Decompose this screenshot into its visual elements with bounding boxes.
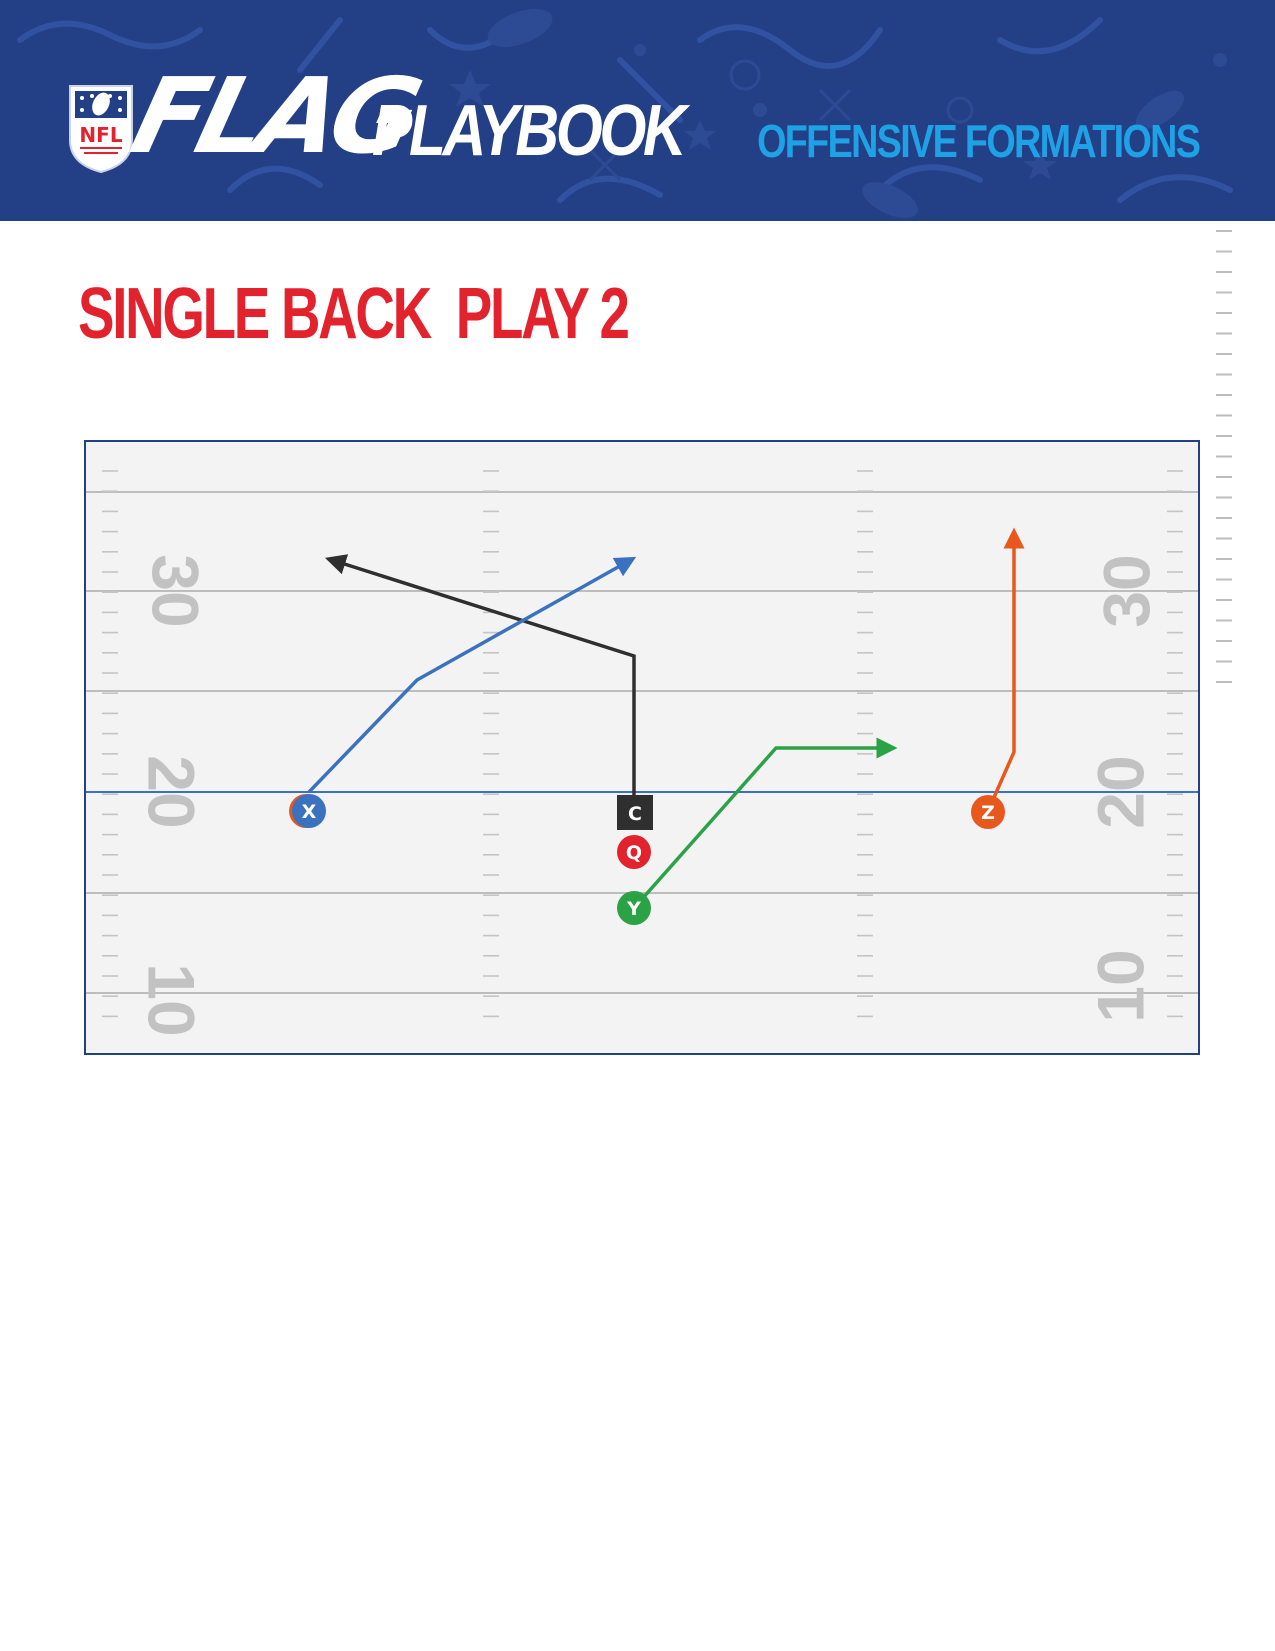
player-x-label: X — [302, 801, 317, 823]
player-y-label: Y — [626, 898, 641, 920]
side-yard-ruler — [1216, 230, 1232, 683]
route-z — [986, 527, 1025, 812]
yard-number-left-20: 20 — [135, 755, 209, 828]
yard-number-right-10: 10 — [1083, 949, 1157, 1022]
yard-number-left-10: 10 — [135, 963, 209, 1036]
yard-numbers: 30 20 10 30 20 10 — [135, 554, 1164, 1036]
football-field: 30 20 10 30 20 10 X C Q Y Z — [84, 440, 1200, 1055]
player-c-label: C — [628, 803, 642, 825]
player-z-label: Z — [981, 802, 995, 824]
player-c[interactable]: C — [617, 795, 653, 830]
player-z[interactable]: Z — [971, 795, 1005, 829]
routes — [307, 527, 1025, 910]
yard-number-right-30: 30 — [1089, 554, 1163, 627]
yard-number-left-30: 30 — [139, 554, 213, 627]
route-y — [632, 737, 898, 910]
players: X C Q Y Z — [289, 794, 1005, 925]
yard-number-right-20: 20 — [1083, 755, 1157, 828]
field-surface — [84, 440, 1200, 1055]
section-title: OFFENSIVE FORMATIONS — [756, 115, 1201, 167]
playbook-wordmark: PLAYBOOK — [372, 91, 687, 171]
nfl-shield-logo: NFL — [69, 85, 133, 174]
player-q[interactable]: Q — [617, 835, 651, 869]
nfl-logo-text: NFL — [79, 123, 122, 147]
page-title: SINGLE BACK PLAY 2 — [78, 274, 630, 354]
player-q-label: Q — [626, 842, 642, 864]
hash-marks — [102, 470, 1183, 1018]
player-x[interactable]: X — [289, 794, 326, 828]
route-x — [307, 556, 637, 794]
header-pattern — [17, 8, 1233, 218]
header-banner: NFL FLAG PLAYBOOK OFFENSIVE FORMATIONS — [0, 0, 1275, 221]
player-y[interactable]: Y — [617, 891, 651, 925]
route-c — [324, 554, 636, 798]
